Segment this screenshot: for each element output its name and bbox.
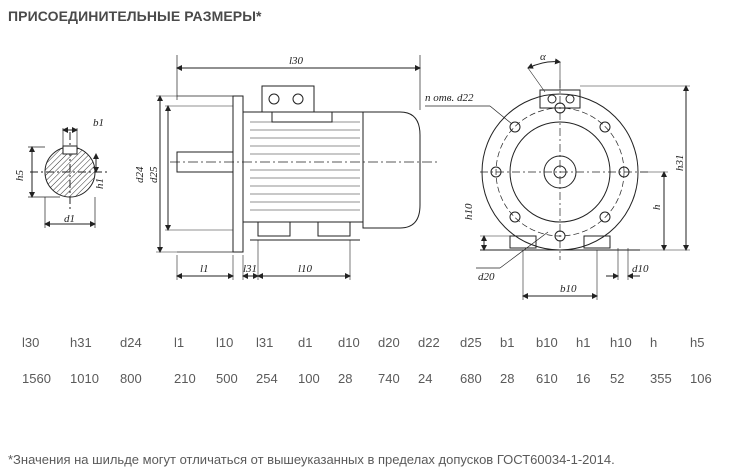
table-header-cell: d24 xyxy=(120,335,142,350)
label-l31: l31 xyxy=(243,263,257,275)
table-value-row: 1560 1010 800 210 500 254 100 28 740 24 … xyxy=(0,371,747,387)
table-value-cell: 16 xyxy=(576,371,591,386)
label-d24: d24 xyxy=(134,166,146,183)
dimension-drawing: b1 h5 h1 d1 xyxy=(14,51,690,300)
label-n-holes-d22: n отв. d22 xyxy=(425,92,474,104)
table-header-row: l30 h31 d24 l1 l10 l31 d1 d10 d20 d22 d2… xyxy=(0,335,747,351)
table-value-cell: 210 xyxy=(174,371,196,386)
label-b10: b10 xyxy=(560,283,577,295)
table-header-cell: l30 xyxy=(22,335,40,350)
table-header-cell: l10 xyxy=(216,335,234,350)
table-value-cell: 106 xyxy=(690,371,712,386)
shaft-section-view xyxy=(28,127,110,228)
label-d25: d25 xyxy=(148,166,160,183)
table-header-cell: h5 xyxy=(690,335,705,350)
table-header-cell: d10 xyxy=(338,335,360,350)
table-header-cell: d1 xyxy=(298,335,313,350)
dimensions-table: l30 h31 d24 l1 l10 l31 d1 d10 d20 d22 d2… xyxy=(0,335,747,387)
table-value-cell: 800 xyxy=(120,371,142,386)
table-header-cell: l31 xyxy=(256,335,274,350)
table-value-cell: 28 xyxy=(338,371,353,386)
table-header-cell: d25 xyxy=(460,335,482,350)
table-header-cell: h1 xyxy=(576,335,591,350)
label-l1: l1 xyxy=(200,263,209,275)
table-value-cell: 500 xyxy=(216,371,238,386)
flange-front-view xyxy=(425,58,690,300)
table-value-cell: 740 xyxy=(378,371,400,386)
label-h1: h1 xyxy=(94,178,106,189)
label-h31: h31 xyxy=(674,155,686,172)
page-title: ПРИСОЕДИНИТЕЛЬНЫЕ РАЗМЕРЫ* xyxy=(8,8,262,24)
label-d10: d10 xyxy=(632,263,649,275)
table-value-cell: 1560 xyxy=(22,371,51,386)
motor-side-view xyxy=(156,55,440,280)
label-h5: h5 xyxy=(14,170,26,182)
table-value-cell: 52 xyxy=(610,371,625,386)
table-header-cell: b1 xyxy=(500,335,515,350)
table-header-cell: h xyxy=(650,335,658,350)
footnote: *Значения на шильде могут отличаться от … xyxy=(8,452,615,467)
label-l30: l30 xyxy=(289,55,304,67)
table-header-cell: h31 xyxy=(70,335,92,350)
table-value-cell: 254 xyxy=(256,371,278,386)
table-value-cell: 28 xyxy=(500,371,515,386)
table-value-cell: 1010 xyxy=(70,371,99,386)
label-b1: b1 xyxy=(93,117,104,129)
table-value-cell: 24 xyxy=(418,371,433,386)
label-h: h xyxy=(651,204,663,210)
label-d20: d20 xyxy=(478,271,495,283)
table-value-cell: 100 xyxy=(298,371,320,386)
table-value-cell: 355 xyxy=(650,371,672,386)
table-header-cell: l1 xyxy=(174,335,185,350)
label-h10: h10 xyxy=(463,203,475,220)
table-value-cell: 680 xyxy=(460,371,482,386)
table-header-cell: h10 xyxy=(610,335,632,350)
label-alpha: α xyxy=(540,51,546,63)
table-value-cell: 610 xyxy=(536,371,558,386)
label-l10: l10 xyxy=(298,263,313,275)
table-header-cell: b10 xyxy=(536,335,558,350)
table-header-cell: d20 xyxy=(378,335,400,350)
table-header-cell: d22 xyxy=(418,335,440,350)
label-d1: d1 xyxy=(64,213,75,225)
